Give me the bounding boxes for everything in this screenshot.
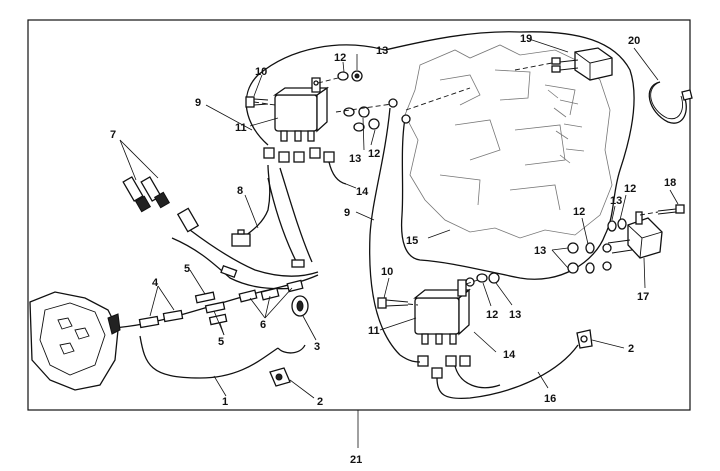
callout-12b: 12: [368, 148, 380, 160]
callout-14b: 14: [503, 349, 516, 361]
main-connector-socket: [29, 291, 121, 391]
callout-3: 3: [314, 341, 320, 353]
callout-9b: 9: [344, 207, 350, 219]
callout-leaders: [119, 38, 679, 397]
callout-labels: 1 2 2 3 4 5 5 6 7 8 9 9 10 10 11 11 12 1…: [110, 33, 676, 466]
connector-set-7: [122, 176, 200, 233]
clamp-band-20: [648, 81, 693, 124]
callout-12e: 12: [624, 183, 636, 195]
bolt-10-lower: [377, 297, 419, 309]
callout-11a: 11: [235, 122, 247, 134]
callout-17: 17: [637, 291, 649, 303]
harness-branch-9: [369, 107, 401, 356]
callout-4: 4: [152, 277, 159, 289]
engine-block-outline: [404, 44, 613, 239]
washer-nut-cluster-lower: [465, 272, 500, 287]
harness-loop-9: [245, 31, 635, 280]
terminal-2-left: [269, 367, 315, 399]
callout-18: 18: [664, 177, 676, 189]
frame-label-21: 21: [350, 454, 362, 466]
callout-20: 20: [628, 35, 640, 47]
bolt-18: [639, 204, 685, 216]
relay-11-lower-plugs: [399, 344, 579, 400]
bolt-10-upper: [245, 96, 276, 108]
relay-11-upper: [272, 77, 330, 142]
callout-5b: 5: [218, 336, 224, 348]
callout-13d: 13: [534, 245, 546, 257]
washer-nut-cluster-right: [567, 218, 627, 274]
callout-5a: 5: [184, 263, 190, 275]
callout-1: 1: [222, 396, 228, 408]
callout-2a: 2: [317, 396, 323, 408]
callout-13e: 13: [610, 195, 622, 207]
callout-11b: 11: [368, 325, 380, 337]
callout-7: 7: [110, 129, 116, 141]
callout-2b: 2: [628, 343, 634, 355]
relay-11-upper-plugs: [263, 147, 347, 185]
relay-11-lower: [413, 279, 471, 345]
callout-12d: 12: [573, 206, 585, 218]
grommet-3: [291, 295, 317, 341]
callout-15: 15: [406, 235, 418, 247]
relay-17-right: [607, 211, 663, 259]
diagram-frame: [27, 19, 691, 411]
callout-13b: 13: [349, 153, 361, 165]
callout-16: 16: [544, 393, 556, 405]
connector-block-19: [514, 47, 613, 81]
callout-10a: 10: [255, 66, 267, 78]
callout-6: 6: [260, 319, 266, 331]
callout-12c: 12: [486, 309, 498, 321]
callout-19: 19: [520, 33, 532, 45]
callout-9a: 9: [195, 97, 201, 109]
callout-8: 8: [237, 185, 243, 197]
connector-8: [231, 164, 271, 247]
harness-connectors-4-5-6: [138, 259, 305, 329]
callout-13a: 13: [376, 45, 388, 57]
callout-14a: 14: [356, 186, 369, 198]
callout-12a: 12: [334, 52, 346, 64]
terminal-2-right: [576, 329, 625, 349]
callout-10b: 10: [381, 266, 393, 278]
washer-nut-cluster-upper: [317, 70, 393, 132]
loop-terminals-upper: [388, 87, 471, 124]
callout-13c: 13: [509, 309, 521, 321]
